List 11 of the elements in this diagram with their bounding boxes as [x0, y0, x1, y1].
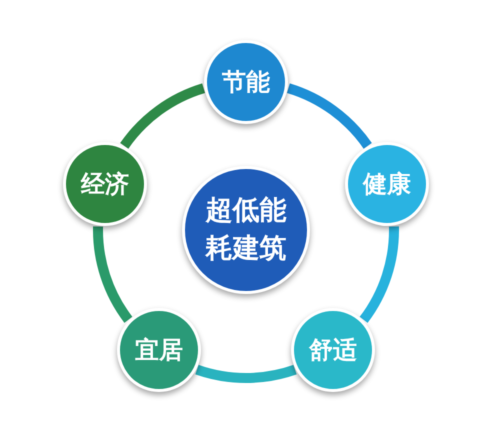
ring-arc	[360, 226, 399, 323]
circle-label: 节能	[222, 67, 270, 98]
ring-arc	[286, 84, 372, 149]
circle-label: 超低能耗建筑	[204, 194, 288, 266]
ring-arc	[93, 226, 132, 323]
circle-label: 舒适	[308, 334, 357, 366]
circle-label: 经济	[81, 169, 130, 200]
ring-arc	[196, 364, 296, 383]
circle-label: 宜居	[135, 334, 183, 366]
ring-arc	[120, 84, 206, 149]
circle-label: 健康	[362, 169, 411, 200]
